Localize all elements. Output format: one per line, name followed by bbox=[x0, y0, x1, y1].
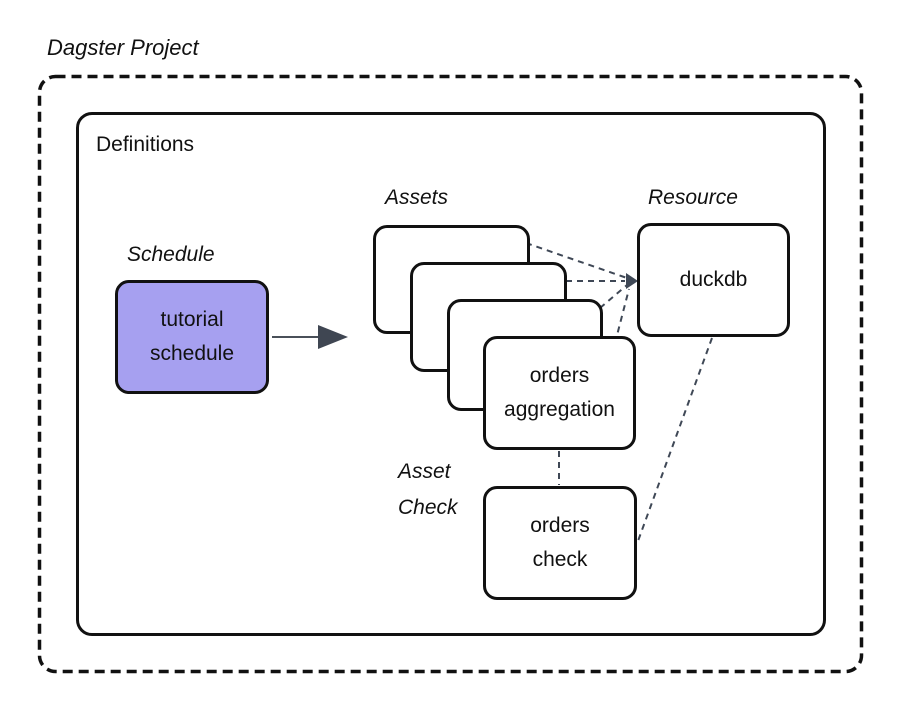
project-title: Dagster Project bbox=[47, 35, 199, 60]
orders-aggregation-line2: aggregation bbox=[504, 398, 615, 421]
schedule-group-label: Schedule bbox=[127, 243, 215, 266]
definitions-container bbox=[76, 112, 826, 636]
asset-check-label-line1: Asset bbox=[398, 460, 451, 483]
asset1-to-duckdb-connector bbox=[525, 242, 628, 279]
duckdb-node: duckdb bbox=[637, 223, 790, 337]
duckdb-connector-arrowhead-icon bbox=[626, 273, 638, 289]
schedule-node-line2: schedule bbox=[149, 342, 235, 365]
orders-aggregation-node: orders aggregation bbox=[483, 336, 636, 450]
orders-check-line2: check bbox=[532, 548, 588, 571]
asset-check-label-line2: Check bbox=[398, 496, 458, 519]
schedule-node: tutorial schedule bbox=[115, 280, 269, 394]
asset-check-group-label: Asset Check bbox=[398, 454, 458, 526]
orders-aggregation-line1: orders bbox=[529, 364, 590, 387]
duckdb-to-check-connector bbox=[637, 337, 713, 542]
orders-check-node: orders check bbox=[483, 486, 637, 600]
schedule-node-line1: tutorial bbox=[160, 308, 224, 331]
aggregation-to-duckdb-connector bbox=[614, 288, 630, 344]
definitions-label: Definitions bbox=[96, 133, 195, 156]
asset3-to-duckdb-connector bbox=[599, 284, 628, 309]
orders-check-line1: orders bbox=[530, 514, 590, 537]
schedule-to-assets-arrowhead-icon bbox=[318, 325, 348, 349]
resource-group-label: Resource bbox=[648, 186, 738, 209]
duckdb-node-label: duckdb bbox=[679, 268, 748, 291]
project-dashed-border bbox=[37, 74, 864, 674]
assets-group-label: Assets bbox=[385, 186, 449, 209]
